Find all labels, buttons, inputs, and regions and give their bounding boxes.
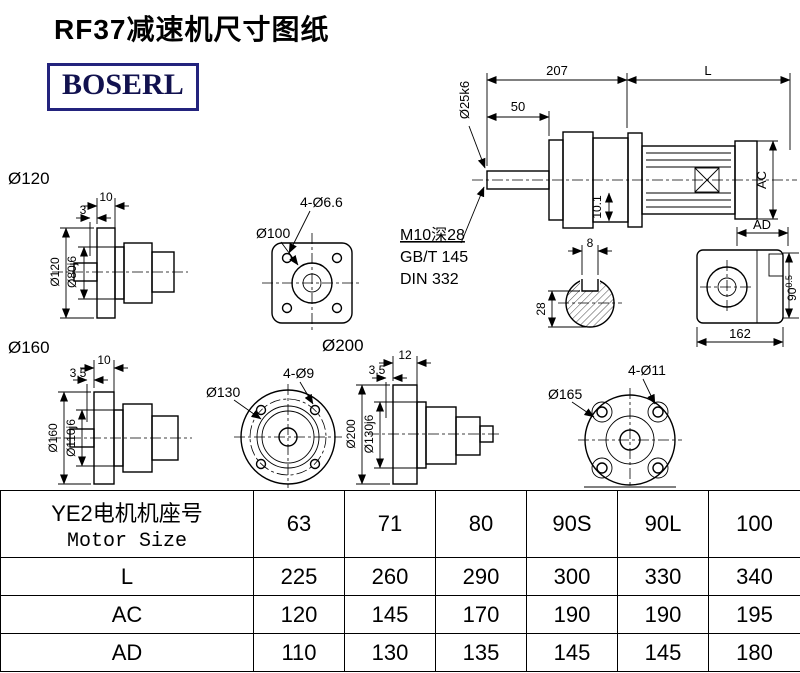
value-AD-90L: 145: [617, 633, 709, 672]
value-AC-100: 195: [708, 595, 800, 634]
motor-size-header-cell: YE2电机机座号 Motor Size: [0, 490, 254, 558]
motor-size-63: 63: [253, 490, 345, 558]
square-flange-face-view: 4-Ø6.6 Ø100: [256, 194, 362, 333]
row-label-AD: AD: [0, 633, 254, 672]
dim-shaft-length: 50: [511, 99, 525, 114]
value-AD-80: 135: [435, 633, 527, 672]
dim-key-height: 10.1: [590, 195, 604, 219]
dim-center-height-value: 90: [785, 287, 799, 301]
motor-nameplate: [694, 167, 720, 193]
note-gb-standard: GB/T 145: [400, 249, 468, 266]
value-AD-71: 130: [344, 633, 436, 672]
shaft-key-section-view: 8 28: [534, 236, 622, 328]
value-AC-63: 120: [253, 595, 345, 634]
value-AC-90S: 190: [526, 595, 618, 634]
dim-AD: AD: [753, 217, 771, 232]
dim-housing-width: 162: [729, 326, 751, 341]
dim-spigot-step: 3.5: [369, 363, 386, 377]
flange120-side-view: Ø120 10 3 Ø120 Ø80j6: [8, 169, 188, 319]
fan-cover: [734, 140, 758, 220]
flange165-face-view: Ø165 4-Ø11: [548, 362, 682, 488]
flange200-side-view: 12 3.5 Ø200 Ø130j6: [344, 348, 500, 485]
value-AC-71: 145: [344, 595, 436, 634]
motor-size-80: 80: [435, 490, 527, 558]
rear-housing: [696, 249, 784, 324]
dim-total-length: 207: [546, 63, 568, 78]
dim-center-height: 900.5: [784, 275, 799, 301]
dim-flange-outer: Ø200: [344, 419, 358, 449]
dim-center-height-tolerance: 0.5: [784, 275, 794, 288]
value-AD-63: 110: [253, 633, 345, 672]
main-assembly-view: 207 L 50 Ø25k6 AC 10.1 M10深28 GB/T 145 D…: [400, 63, 797, 288]
motor-size-90L: 90L: [617, 490, 709, 558]
dim-flange-thickness: 10: [99, 190, 113, 204]
header-cn: YE2电机机座号: [51, 500, 203, 526]
flange200-face-view: Ø200 4-Ø9 Ø130: [206, 336, 364, 488]
dim-keyway-width: 8: [587, 236, 594, 250]
table-row-L: L 225 260 290 300 330 340: [0, 557, 800, 596]
brand-logo: BOSERL: [47, 63, 199, 111]
dim-spigot-step: 3: [80, 203, 87, 217]
dim-flange-spigot: Ø130j6: [362, 414, 376, 453]
motor-size-90S: 90S: [526, 490, 618, 558]
motor-size-100: 100: [708, 490, 800, 558]
dim-pilot-circle: Ø100: [256, 225, 290, 241]
motor-size-71: 71: [344, 490, 436, 558]
dim-shaft-diameter: Ø25k6: [457, 81, 472, 119]
dim-flange-thickness: 10: [97, 353, 111, 367]
note-din-standard: DIN 332: [400, 271, 459, 288]
value-L-71: 260: [344, 557, 436, 596]
dim-motor-diameter-AC: AC: [754, 171, 769, 189]
header-en: Motor Size: [66, 529, 188, 553]
value-AD-100: 180: [708, 633, 800, 672]
rear-view: AD 900.5 162: [696, 217, 799, 347]
table-header-row: YE2电机机座号 Motor Size 63 71 80 90S 90L 100: [0, 490, 800, 558]
motor-size-table: YE2电机机座号 Motor Size 63 71 80 90S 90L 100…: [0, 490, 800, 672]
dim-bolt-holes: 4-Ø6.6: [300, 194, 343, 210]
value-AD-90S: 145: [526, 633, 618, 672]
view-label-d120: Ø120: [8, 169, 50, 188]
dim-motor-length: L: [704, 63, 711, 78]
dim-shaft-height: 28: [534, 302, 548, 316]
dim-bolt-holes: 4-Ø9: [283, 365, 314, 381]
table-row-AC: AC 120 145 170 190 190 195: [0, 595, 800, 634]
view-label-d200: Ø200: [322, 336, 364, 355]
row-label-AC: AC: [0, 595, 254, 634]
value-L-90L: 330: [617, 557, 709, 596]
dim-spigot-step: 3.5: [70, 366, 87, 380]
table-row-AD: AD 110 130 135 145 145 180: [0, 633, 800, 672]
value-L-80: 290: [435, 557, 527, 596]
dim-flange-spigot: Ø80j6: [65, 256, 79, 288]
value-L-100: 340: [708, 557, 800, 596]
value-L-63: 225: [253, 557, 345, 596]
dim-flange-spigot: Ø110j6: [64, 419, 78, 457]
row-label-L: L: [0, 557, 254, 596]
technical-drawing: 207 L 50 Ø25k6 AC 10.1 M10深28 GB/T 145 D…: [8, 63, 799, 488]
dim-flange-outer: Ø120: [48, 257, 62, 287]
note-tapped-hole: M10深28: [400, 226, 465, 244]
page-title: RF37减速机尺寸图纸: [54, 14, 330, 45]
value-AC-80: 170: [435, 595, 527, 634]
value-L-90S: 300: [526, 557, 618, 596]
view-label-d160: Ø160: [8, 338, 50, 357]
value-AC-90L: 190: [617, 595, 709, 634]
dim-spigot-circle: Ø130: [206, 384, 240, 400]
dim-flange-circle: Ø165: [548, 386, 582, 402]
dim-flange-outer: Ø160: [46, 423, 60, 453]
dim-bolt-holes: 4-Ø11: [628, 362, 666, 378]
dim-flange-thickness: 12: [398, 348, 412, 362]
flange160-side-view: Ø160 10 3.5 Ø160 Ø110j6: [8, 338, 192, 485]
